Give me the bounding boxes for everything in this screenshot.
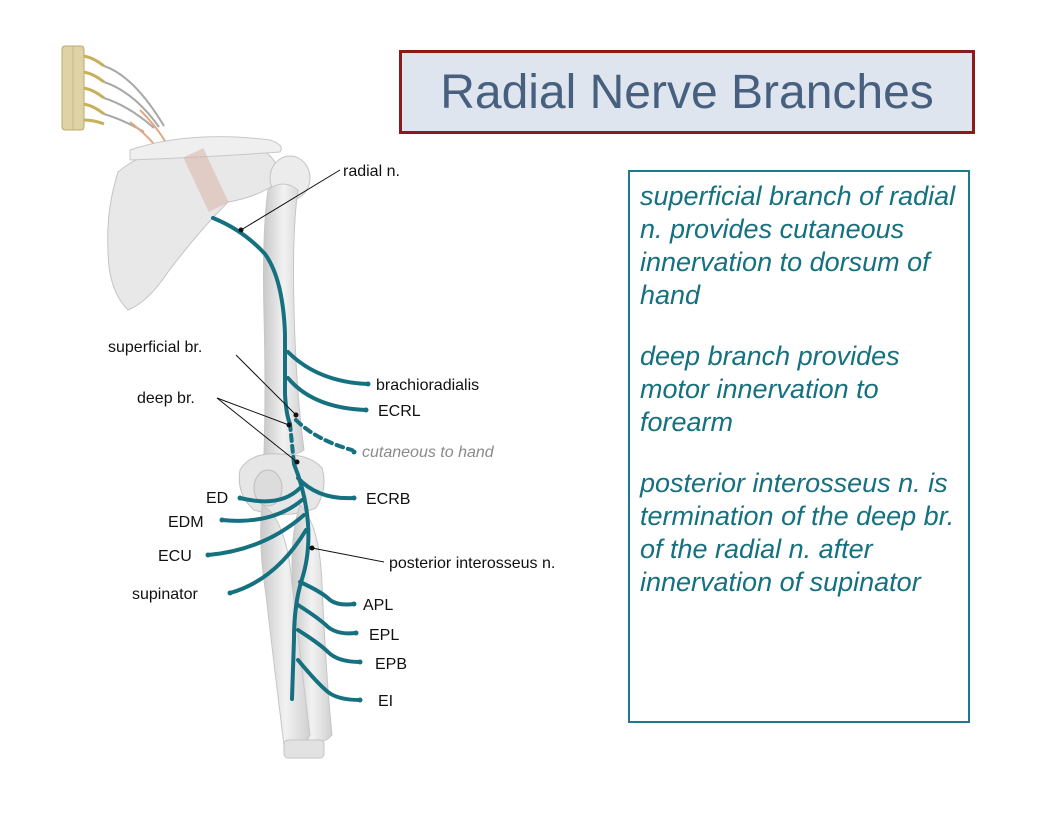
label-cutaneous-to-hand: cutaneous to hand — [362, 444, 495, 461]
label-apl: APL — [363, 597, 393, 614]
label-ei: EI — [378, 693, 393, 710]
leader-lines — [216, 169, 385, 563]
note-posterior-interosseus: posterior interosseus n. is termination … — [640, 468, 955, 597]
label-ecrl: ECRL — [378, 403, 421, 420]
radial-nerve — [206, 216, 370, 702]
label-supinator: supinator — [132, 586, 198, 603]
spinal-cord-plexus — [61, 45, 171, 153]
label-brachioradialis: brachioradialis — [376, 377, 479, 394]
note-superficial-branch: superficial branch of radial n. provides… — [640, 181, 956, 310]
label-deep-br: deep br. — [137, 390, 195, 407]
label-radial-n: radial n. — [343, 163, 400, 180]
label-epb: EPB — [375, 656, 407, 673]
label-posterior-interosseus-n: posterior interosseus n. — [389, 555, 555, 572]
notes-box: superficial branch of radial n. provides… — [628, 170, 970, 723]
label-edm: EDM — [168, 514, 204, 531]
label-ecu: ECU — [158, 548, 192, 565]
label-ecrb: ECRB — [366, 491, 410, 508]
slide-title: Radial Nerve Branches — [440, 65, 934, 119]
note-deep-branch: deep branch provides motor innervation t… — [640, 341, 900, 437]
label-ed: ED — [206, 490, 228, 507]
nerve-endpoints — [205, 381, 371, 703]
title-box: Radial Nerve Branches — [399, 50, 975, 134]
label-superficial-br: superficial br. — [108, 339, 202, 356]
label-epl: EPL — [369, 627, 399, 644]
